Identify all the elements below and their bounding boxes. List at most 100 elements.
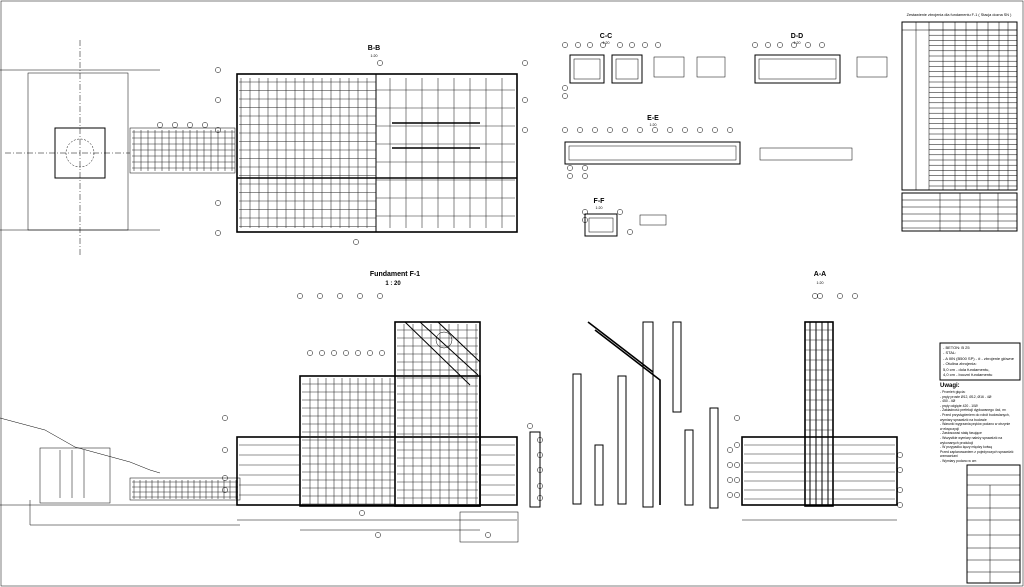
callout-bubble [377,293,383,299]
ff-scale: 1:20 [596,206,603,210]
callout-bubble [727,492,733,498]
note-line: - Przed przystąpieniem do robót budowlan… [940,412,1010,417]
callout-bubble [307,350,313,356]
cc-title: C-C [600,33,612,40]
note-line: wymiary sprawdzić na budowie [940,417,987,422]
callout-bubble [562,93,568,99]
bent-bars-detail [529,321,719,509]
callout-bubble [562,85,568,91]
callout-bubble [317,293,323,299]
note-line: 4,0 cm - boczni fundamentu [943,372,993,378]
callout-bubble [897,487,903,493]
callout-bubble [627,229,633,235]
section-ff: F-F 1:20 [584,198,667,237]
concrete-notes: - BETON: B 25 - STAL: - A IIIN (B500 SP)… [943,345,1014,377]
callout-bubble [897,467,903,473]
callout-bubble [791,42,797,48]
callout-bubble [734,462,740,468]
note-line: - pręty proste Ø12, Ø12, Ø16 - 4Ø [940,394,992,399]
callout-bubble [537,467,543,473]
section-cc: C-C 1:20 [569,33,726,84]
main-foundation-view: Fundament F-1 1 : 20 [0,271,519,543]
callout-bubble [734,415,740,421]
callout-bubble [377,60,383,66]
callout-bubble [215,230,221,236]
section-ee: E-E 1:20 [564,115,853,165]
note-line: - Zakładność prefekcji dyplowanego 4xd, … [940,408,1007,413]
callout-bubble [562,127,568,133]
ee-scale: 1:20 [650,123,657,127]
callout-bubble [215,127,221,133]
callout-bubble [852,293,858,299]
ff-title: F-F [594,198,606,205]
uwagi-notes: Uwagi: - Promień gięcia: - pręty proste … [940,382,1014,464]
note-line: - Zastosować stalę fasujące [940,431,982,436]
callout-bubble [837,293,843,299]
callout-bubble [537,483,543,489]
callout-bubble [319,350,325,356]
rebar-schedule: Zestawienie zbrojenia dla fundamentu F-1… [901,13,1018,232]
main-title: Fundament F-1 [370,271,420,278]
callout-bubble [752,42,758,48]
note-line: - pręty odgięte 420 - 10Ø [940,403,978,408]
title-block [966,464,1021,584]
callout-bubble [575,42,581,48]
callout-bubble [697,127,703,133]
section-dd: D-D 1:20 [754,33,888,84]
note-line: w ekspozycji [940,426,960,431]
callout-bubble [817,293,823,299]
callout-bubble [582,209,588,215]
concrete-notes-box [939,342,1021,381]
callout-bubble [727,477,733,483]
callout-bubble [353,239,359,245]
note-line: - Wszystkie wymiary należy sprawdzić na [940,435,1003,440]
callout-bubble [187,122,193,128]
callout-bubble [537,437,543,443]
dd-scale: 1:20 [794,41,801,45]
note-line: 5,0 cm - dola fundamentu, [943,366,990,372]
section-bb: B-B 1:20 [236,45,518,233]
callout-bubble [537,452,543,458]
note-line: - 450 - 4Ø [940,399,956,404]
note-line: - Promień gięcia: [940,390,966,394]
note-line: - Warunki wygrzania prętów podano w otrz… [940,422,1011,427]
callout-bubble [355,350,361,356]
callout-bubble [337,293,343,299]
bb-title: B-B [368,45,380,52]
callout-bubble [727,462,733,468]
callout-bubble [172,122,178,128]
callout-bubble [367,350,373,356]
callout-bubble [617,42,623,48]
callout-bubble [629,42,635,48]
callout-bubble [375,532,381,538]
callout-bubble [592,127,598,133]
note-line: - A IIIN (B500 SP) - # - zbrojenie główn… [943,355,1014,361]
aa-scale: 1:20 [817,281,824,285]
callout-bubble [734,492,740,498]
callout-bubble [777,42,783,48]
cc-scale: 1:20 [603,41,610,45]
callout-bubble [222,415,228,421]
callout-bubble [215,67,221,73]
note-line: - BETON: B 25 [943,345,970,350]
callout-bubble [734,442,740,448]
callout-bubble [522,97,528,103]
schedule-title: Zestawienie zbrojenia dla fundamentu F-1… [907,13,1012,17]
callout-bubble [652,127,658,133]
callout-bubble [485,532,491,538]
callout-bubble [622,127,628,133]
callout-bubble [582,217,588,223]
note-line: wzmacniani [940,454,958,459]
callout-bubble [655,42,661,48]
callout-bubble [357,293,363,299]
section-aa: A-A 1:20 [741,271,898,521]
note-line: wykonanych produkcji [940,440,974,445]
dd-title: D-D [791,33,803,40]
callout-bubble [897,502,903,508]
callout-bubble [682,127,688,133]
bb-scale: 1:20 [371,54,378,58]
callout-bubble [215,200,221,206]
note-line: - STAL: [943,350,957,356]
callout-bubble [727,447,733,453]
